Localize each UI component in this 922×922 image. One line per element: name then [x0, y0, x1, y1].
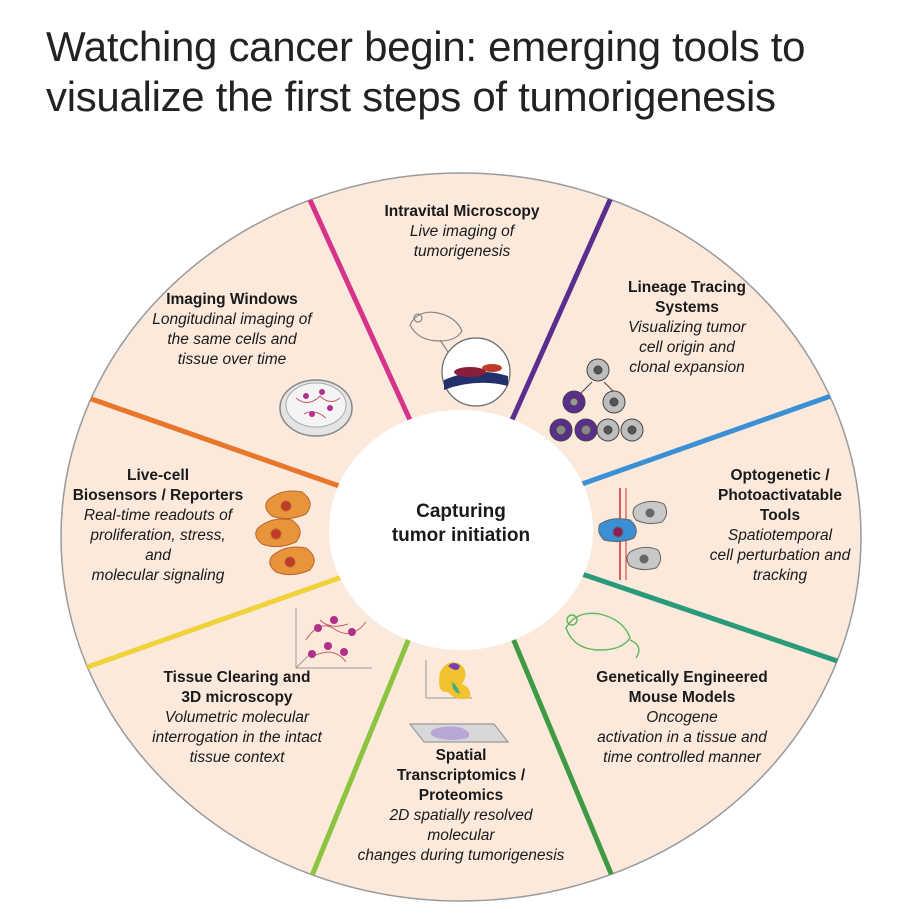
- segment-desc: Visualizing tumor: [628, 319, 746, 336]
- segment-desc: changes during tumorigenesis: [357, 847, 565, 864]
- segment-desc: Spatiotemporal: [727, 527, 833, 544]
- segment-heading: 3D microscopy: [181, 689, 293, 706]
- segment-heading: Biosensors / Reporters: [72, 487, 244, 504]
- divider-magenta: [297, 176, 413, 422]
- divider-green-left: [299, 635, 413, 901]
- divider-green-right: [509, 635, 625, 901]
- divider-purple: [509, 180, 621, 422]
- segment-desc: molecular signaling: [91, 567, 225, 584]
- reporter-cells-icon: [255, 490, 315, 576]
- segment-heading: Imaging Windows: [166, 291, 298, 308]
- lineage-tree-icon: [549, 358, 644, 442]
- segment-heading: Lineage Tracing: [627, 279, 746, 296]
- segment-desc: proliferation, stress,: [90, 527, 226, 544]
- center-line-2: tumor initiation: [391, 525, 531, 546]
- segment-desc: tissue context: [189, 749, 285, 766]
- title-line-2: visualize the first steps of tumorigenes…: [46, 73, 776, 120]
- segment-intravital-microscopy: Intravital Microscopy Live imaging of tu…: [352, 202, 572, 262]
- segment-desc: interrogation in the intact: [152, 729, 322, 746]
- segment-spatial-transcriptomics: Spatial Transcriptomics / Proteomics 2D …: [322, 746, 600, 866]
- segment-desc: tracking: [752, 567, 808, 584]
- divider-blue: [581, 382, 861, 487]
- segment-desc: 2D spatially resolved: [389, 807, 533, 824]
- segment-heading: Live-cell: [126, 467, 190, 484]
- segment-heading: Genetically Engineered: [596, 669, 768, 686]
- 3d-volume-icon: [295, 608, 372, 669]
- segment-desc: Live imaging of: [409, 223, 515, 240]
- segment-heading: Tissue Clearing and: [163, 669, 311, 686]
- segment-desc: Longitudinal imaging of: [152, 311, 312, 328]
- segment-heading: Spatial: [435, 747, 487, 764]
- segment-imaging-windows: Imaging Windows Longitudinal imaging of …: [122, 290, 342, 370]
- segment-desc: time controlled manner: [603, 749, 761, 766]
- title-line-1: Watching cancer begin: emerging tools to: [46, 23, 806, 70]
- segment-gemm: Genetically Engineered Mouse Models Onco…: [566, 668, 798, 768]
- segment-heading: Intravital Microscopy: [384, 203, 540, 220]
- segment-live-cell-biosensors: Live-cell Biosensors / Reporters Real-ti…: [46, 466, 270, 586]
- segment-desc: molecular: [427, 827, 495, 844]
- tissue-slide-icon: [408, 660, 510, 743]
- segment-lineage-tracing: Lineage Tracing Systems Visualizing tumo…: [592, 278, 782, 378]
- segment-desc: cell perturbation and: [709, 547, 851, 564]
- segment-desc: tissue over time: [177, 351, 287, 368]
- segment-heading: Systems: [655, 299, 719, 316]
- segment-heading: Optogenetic /: [730, 467, 830, 484]
- mouse-outline-icon: [565, 612, 640, 659]
- center-label: Capturing tumor initiation: [356, 500, 566, 548]
- segment-desc: Oncogene: [646, 709, 718, 726]
- segment-tissue-clearing: Tissue Clearing and 3D microscopy Volume…: [124, 668, 350, 768]
- segment-desc: the same cells and: [167, 331, 297, 348]
- segment-desc: Real-time readouts of: [83, 507, 233, 524]
- divider-yellow: [61, 574, 343, 679]
- segment-heading: Mouse Models: [628, 689, 736, 706]
- page-title: Watching cancer begin: emerging tools to…: [46, 22, 906, 122]
- segment-heading: Tools: [759, 507, 801, 524]
- segment-desc: and: [145, 547, 171, 564]
- segment-heading: Photoactivatable: [717, 487, 843, 504]
- segment-heading: Transcriptomics /: [396, 767, 526, 784]
- segment-heading: Proteomics: [418, 787, 504, 804]
- segment-desc: tumorigenesis: [413, 243, 511, 260]
- center-circle: [329, 410, 593, 650]
- segment-desc: Volumetric molecular: [164, 709, 310, 726]
- photoactivated-cells-icon: [598, 488, 668, 580]
- segment-desc: cell origin and: [639, 339, 735, 356]
- mouse-microscopy-icon: [409, 311, 511, 407]
- divider-teal: [581, 571, 859, 671]
- segment-desc: activation in a tissue and: [597, 729, 767, 746]
- segment-optogenetic-tools: Optogenetic / Photoactivatable Tools Spa…: [680, 466, 880, 586]
- divider-orange: [65, 387, 343, 490]
- petri-dish-icon: [279, 379, 353, 437]
- center-line-1: Capturing: [416, 501, 506, 522]
- segment-desc: clonal expansion: [629, 359, 745, 376]
